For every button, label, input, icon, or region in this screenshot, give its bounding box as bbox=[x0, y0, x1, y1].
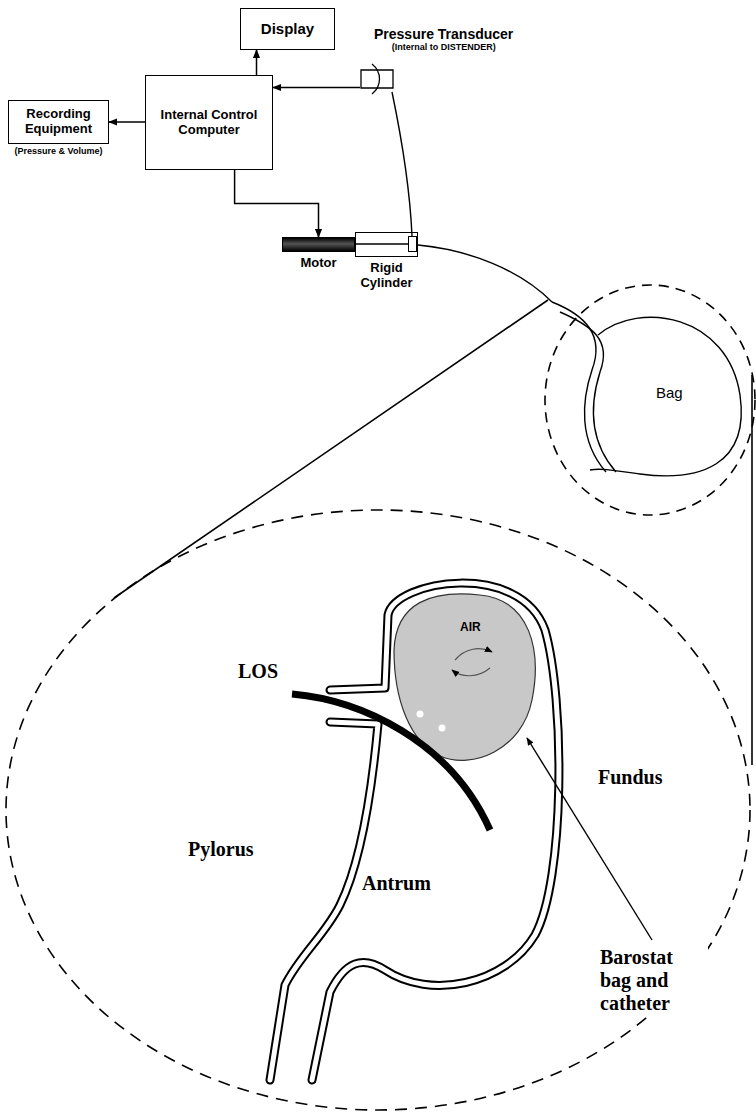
node-text: Internal Control Computer bbox=[146, 108, 272, 138]
drawing-path bbox=[355, 243, 408, 244]
catheter-port bbox=[439, 725, 446, 732]
drawing-path bbox=[392, 92, 412, 236]
part-label: AIR bbox=[460, 620, 481, 634]
catheter-port bbox=[417, 711, 424, 718]
part-label: Fundus bbox=[598, 766, 663, 789]
motor-block: Motor bbox=[282, 237, 355, 252]
drawing-path bbox=[312, 583, 559, 1080]
drawing-path bbox=[590, 317, 741, 476]
zoom-callout bbox=[6, 285, 755, 1110]
catheter bbox=[292, 694, 490, 830]
part-label: Pylorus bbox=[188, 838, 254, 861]
signal-arrow bbox=[256, 50, 258, 75]
display-box: Display bbox=[240, 8, 335, 50]
signal-arrow bbox=[235, 170, 319, 237]
drawing-ellipse bbox=[6, 510, 750, 1110]
node-text: Motor bbox=[300, 256, 336, 271]
node-text: Recording Equipment bbox=[9, 107, 108, 137]
transducer-body bbox=[361, 70, 393, 88]
drawing-line bbox=[114, 300, 548, 598]
transducer-caption: Pressure Transducer(Internal to DISTENDE… bbox=[374, 26, 513, 52]
drawing-path bbox=[270, 722, 378, 1080]
air-arrows bbox=[452, 649, 492, 676]
drawing-path bbox=[455, 649, 492, 660]
drawing-path bbox=[270, 722, 378, 1080]
recorder-box: Recording Equipment(Pressure & Volume) bbox=[8, 100, 109, 144]
drawing-ellipse bbox=[545, 285, 755, 515]
drawing-path bbox=[552, 302, 606, 472]
transducer-diaphragm bbox=[372, 64, 380, 94]
pressure-transducer: Pressure Transducer(Internal to DISTENDE… bbox=[360, 58, 394, 100]
drawing-path bbox=[312, 583, 559, 1080]
signal-arrow bbox=[109, 121, 145, 123]
stomach-outline bbox=[270, 583, 559, 1080]
rigid-cylinder: Rigid Cylinder bbox=[355, 232, 418, 257]
node-text: (Internal to DISTENDER) bbox=[374, 42, 513, 52]
drawing-path bbox=[452, 668, 490, 676]
node-text: (Pressure & Volume) bbox=[15, 146, 103, 156]
drawing-line bbox=[751, 375, 753, 765]
callout-label: Barostat bag and catheter bbox=[600, 946, 708, 1015]
part-label: Antrum bbox=[362, 872, 431, 895]
part-label: Bag bbox=[656, 384, 683, 401]
node-text: Rigid Cylinder bbox=[352, 261, 422, 291]
computer-box: Internal Control Computer bbox=[145, 75, 273, 170]
drawing-path bbox=[418, 245, 552, 302]
bag-sketch bbox=[552, 302, 741, 476]
signal-arrow bbox=[273, 87, 360, 89]
drawing-path bbox=[560, 312, 616, 472]
cylinder-cap bbox=[408, 236, 417, 252]
part-label: LOS bbox=[238, 660, 278, 683]
node-text: Pressure Transducer bbox=[374, 26, 513, 42]
node-text: Display bbox=[257, 20, 318, 37]
transducer-symbol bbox=[360, 58, 394, 100]
